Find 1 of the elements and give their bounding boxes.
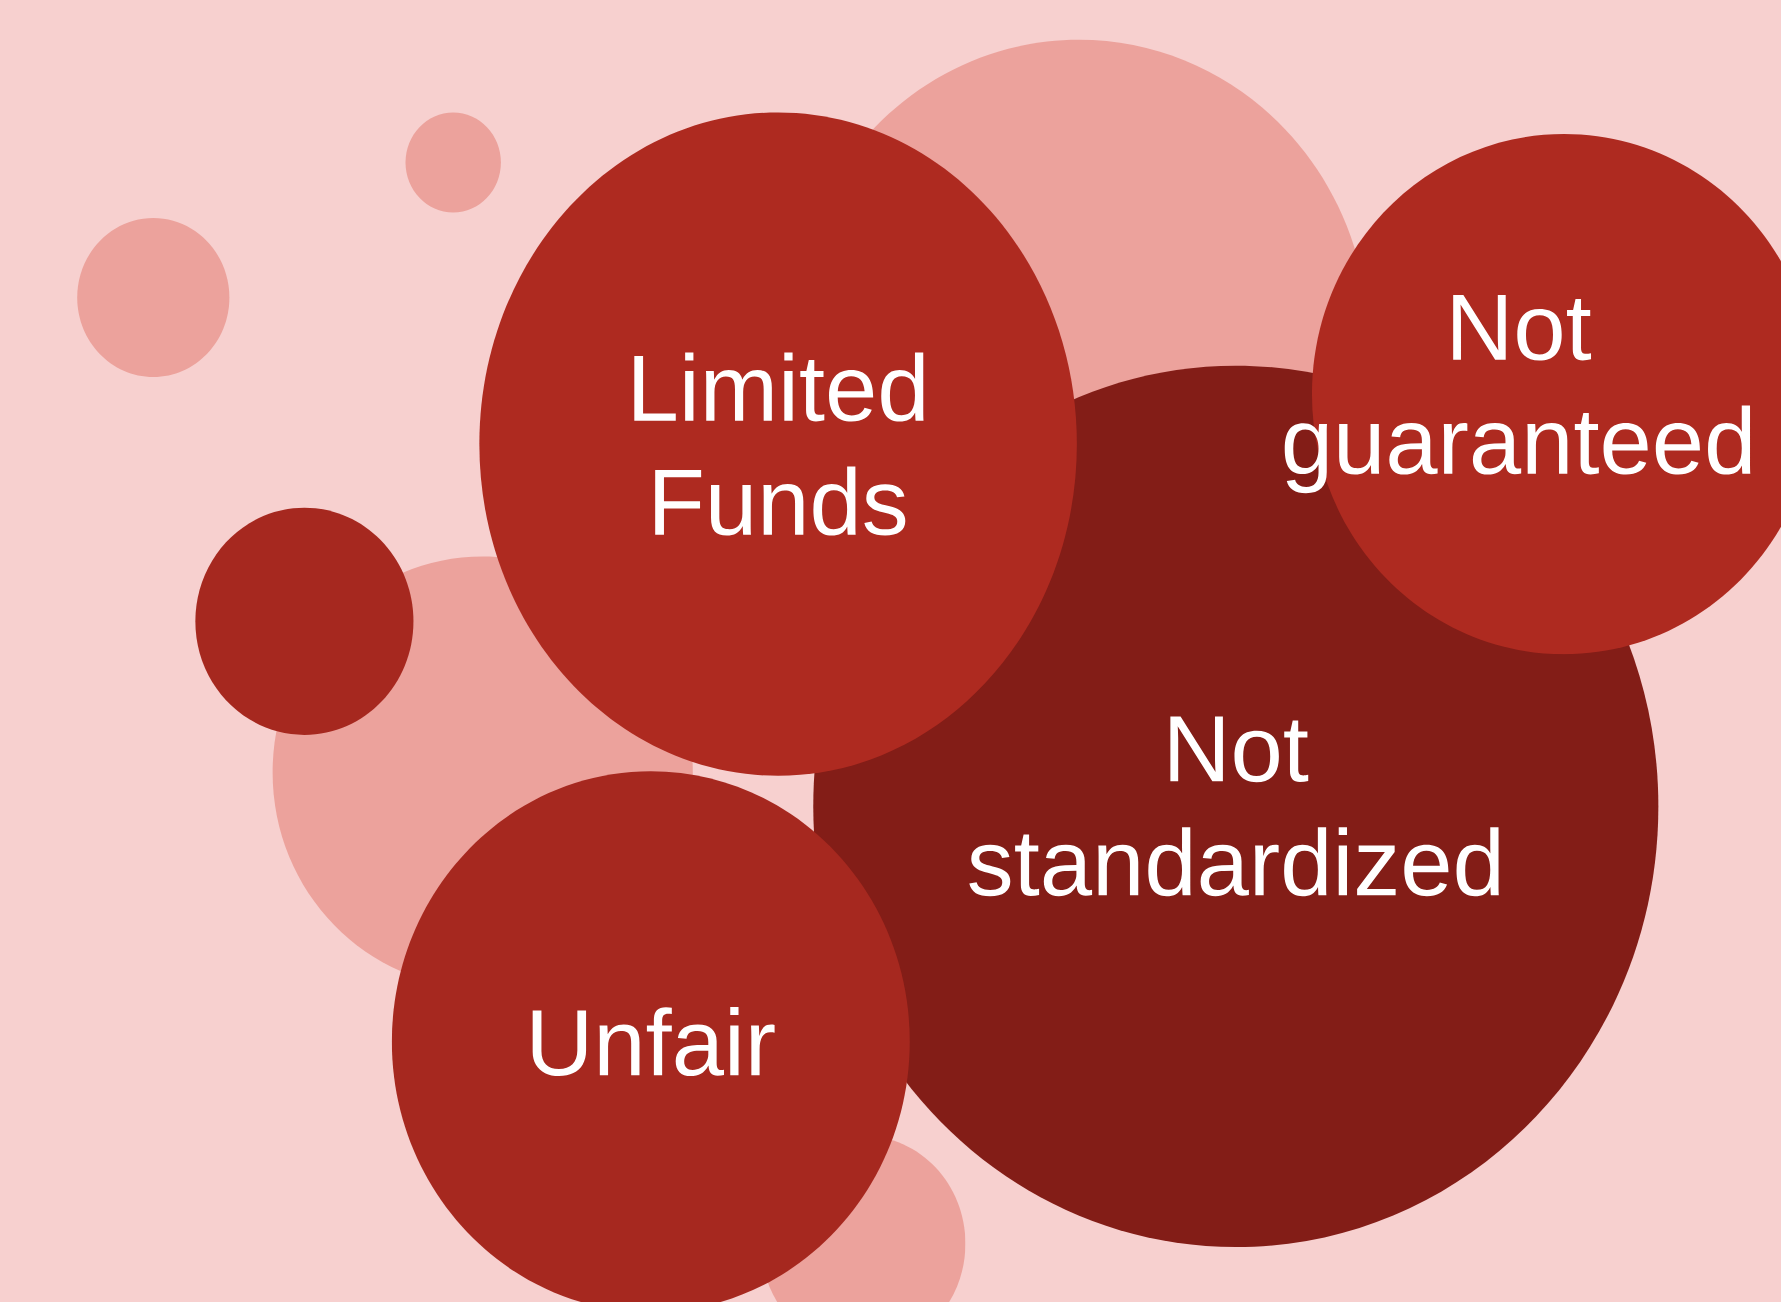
circle <box>195 507 414 735</box>
